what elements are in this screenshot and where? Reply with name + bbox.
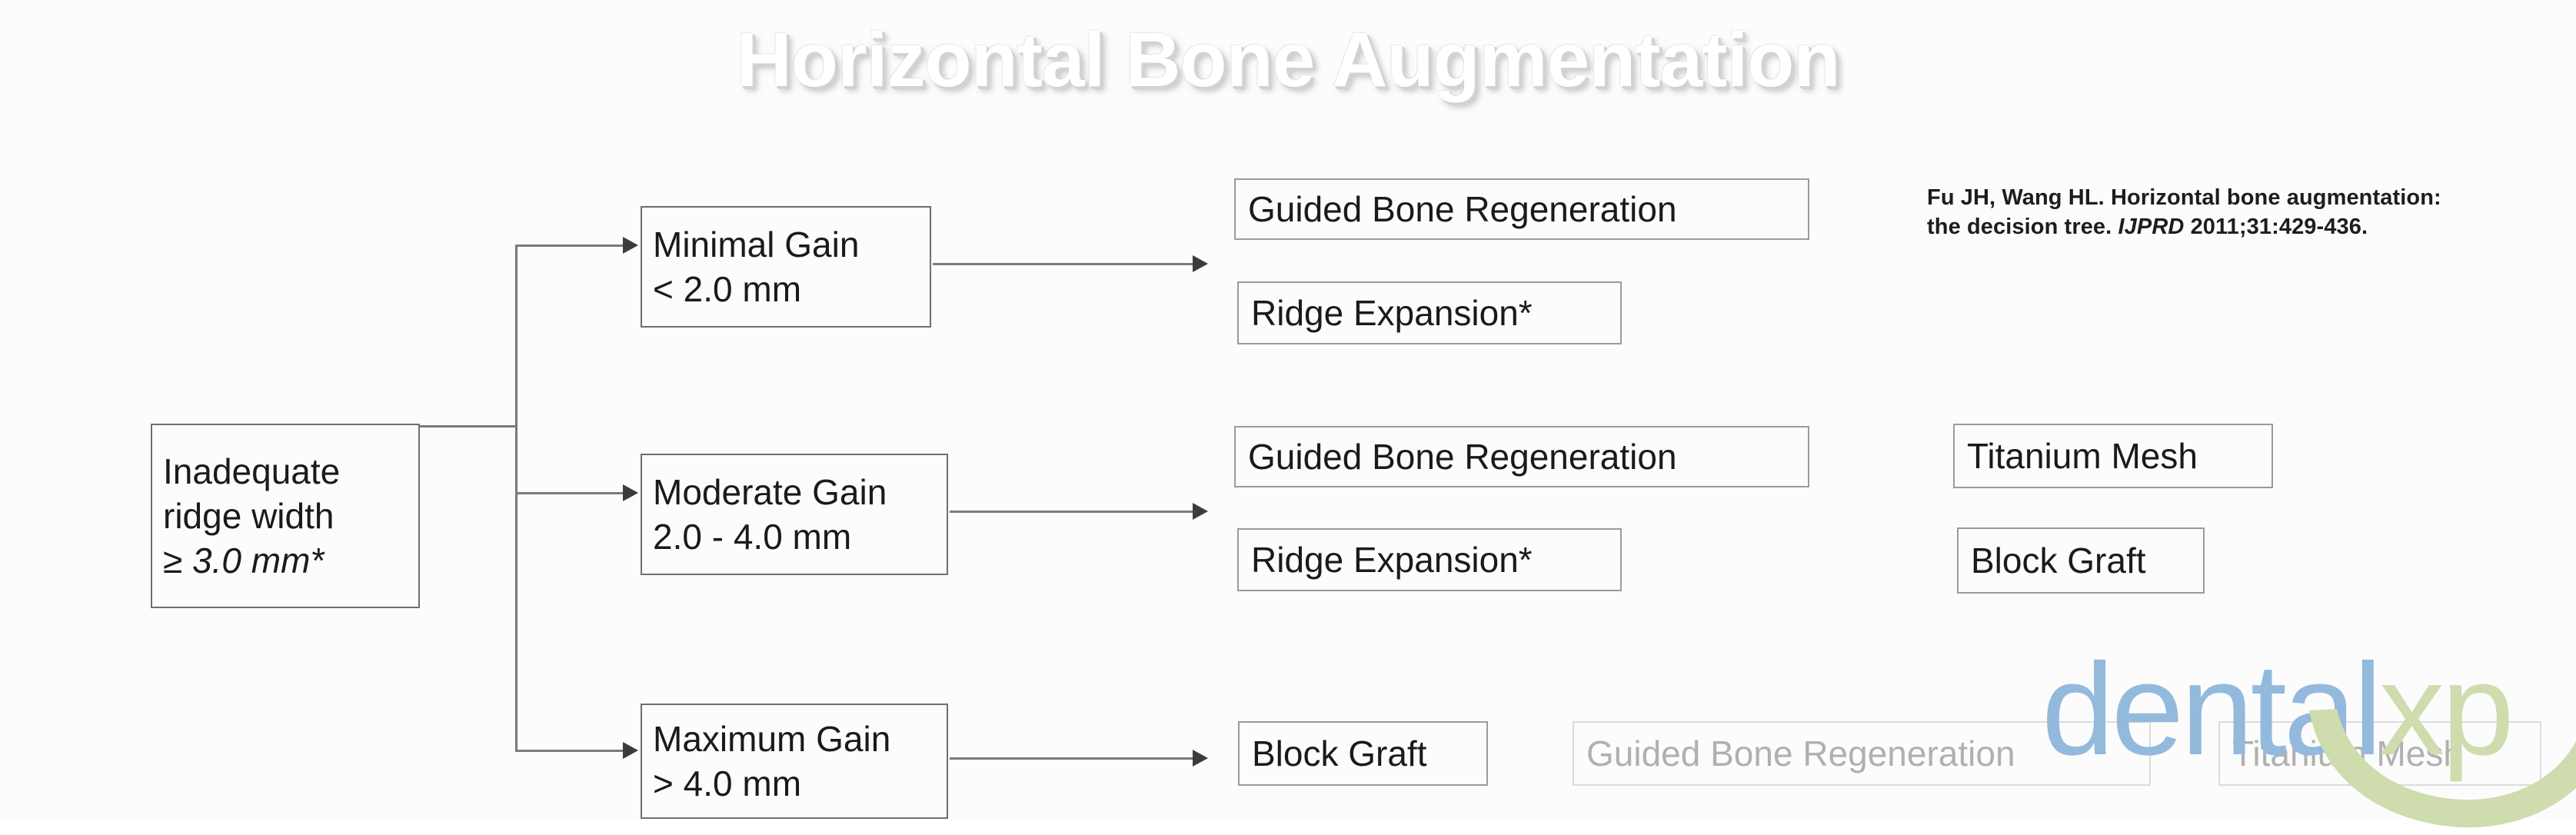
root-line-2: ridge width — [163, 496, 334, 536]
branch-node-minimal-gain[interactable]: Minimal Gain < 2.0 mm — [641, 206, 931, 328]
citation-line-2: the decision tree. IJPRD 2011;31:429-436… — [1927, 212, 2441, 241]
arrowhead-to-minimal — [623, 237, 638, 254]
treatment-maximum-block-graft[interactable]: Block Graft — [1238, 721, 1488, 786]
treatment-moderate-titanium-mesh[interactable]: Titanium Mesh — [1953, 424, 2273, 488]
connector-moderate-to-treatments — [950, 511, 1194, 513]
arrowhead-minimal-treatments — [1193, 255, 1208, 272]
connector-maximum-to-treatments — [950, 757, 1194, 760]
treatment-moderate-guided-bone-regeneration[interactable]: Guided Bone Regeneration — [1234, 426, 1809, 487]
treatment-label: Titanium Mesh — [1967, 436, 2198, 476]
treatment-label: Guided Bone Regeneration — [1586, 734, 2015, 773]
branch-maximum-line-1: Maximum Gain — [653, 719, 891, 759]
arrowhead-maximum-treatments — [1193, 750, 1208, 767]
connector-vertical-spine — [515, 245, 518, 752]
treatment-maximum-titanium-mesh[interactable]: Titanium Mesh — [2218, 721, 2541, 786]
root-node-inadequate-ridge-width[interactable]: Inadequate ridge width ≥ 3.0 mm* — [151, 424, 420, 608]
treatment-moderate-ridge-expansion[interactable]: Ridge Expansion* — [1237, 528, 1622, 591]
citation-line-2-post: 2011;31:429-436. — [2184, 215, 2368, 239]
branch-minimal-line-2: < 2.0 mm — [653, 269, 802, 309]
connector-spine-to-moderate — [515, 492, 624, 494]
treatment-label: Guided Bone Regeneration — [1248, 189, 1677, 229]
connector-spine-to-minimal — [515, 245, 624, 247]
branch-maximum-line-2: > 4.0 mm — [653, 763, 802, 803]
arrowhead-to-moderate — [623, 484, 638, 501]
connector-spine-to-maximum — [515, 750, 624, 752]
treatment-label: Ridge Expansion* — [1251, 540, 1533, 580]
branch-moderate-line-1: Moderate Gain — [653, 472, 887, 512]
treatment-minimal-ridge-expansion[interactable]: Ridge Expansion* — [1237, 281, 1622, 344]
branch-node-maximum-gain[interactable]: Maximum Gain > 4.0 mm — [641, 704, 948, 819]
treatment-moderate-block-graft[interactable]: Block Graft — [1957, 527, 2205, 594]
treatment-label: Block Graft — [1971, 541, 2146, 581]
root-line-1: Inadequate — [163, 451, 341, 491]
page-title: Horizontal Bone Augmentation — [736, 17, 1841, 103]
branch-node-moderate-gain[interactable]: Moderate Gain 2.0 - 4.0 mm — [641, 454, 948, 575]
citation-line-1: Fu JH, Wang HL. Horizontal bone augmenta… — [1927, 185, 2441, 210]
citation-journal: IJPRD — [2118, 215, 2185, 239]
branch-moderate-line-2: 2.0 - 4.0 mm — [653, 517, 852, 557]
connector-root-to-spine — [420, 425, 517, 427]
arrowhead-to-maximum — [623, 742, 638, 759]
treatment-label: Titanium Mesh — [2232, 734, 2463, 773]
treatment-label: Guided Bone Regeneration — [1248, 437, 1677, 477]
arrowhead-moderate-treatments — [1193, 503, 1208, 520]
citation: Fu JH, Wang HL. Horizontal bone augmenta… — [1927, 183, 2441, 241]
branch-minimal-line-1: Minimal Gain — [653, 225, 860, 264]
treatment-label: Block Graft — [1252, 734, 1427, 773]
treatment-label: Ridge Expansion* — [1251, 293, 1533, 333]
connector-minimal-to-treatments — [933, 263, 1194, 265]
root-line-3: ≥ 3.0 mm* — [163, 541, 324, 581]
citation-line-2-pre: the decision tree. — [1927, 215, 2118, 239]
treatment-minimal-guided-bone-regeneration[interactable]: Guided Bone Regeneration — [1234, 178, 1809, 240]
treatment-maximum-guided-bone-regeneration[interactable]: Guided Bone Regeneration — [1573, 721, 2151, 786]
decision-tree-canvas: Horizontal Bone Augmentation Fu JH, Wang… — [151, 17, 2576, 828]
